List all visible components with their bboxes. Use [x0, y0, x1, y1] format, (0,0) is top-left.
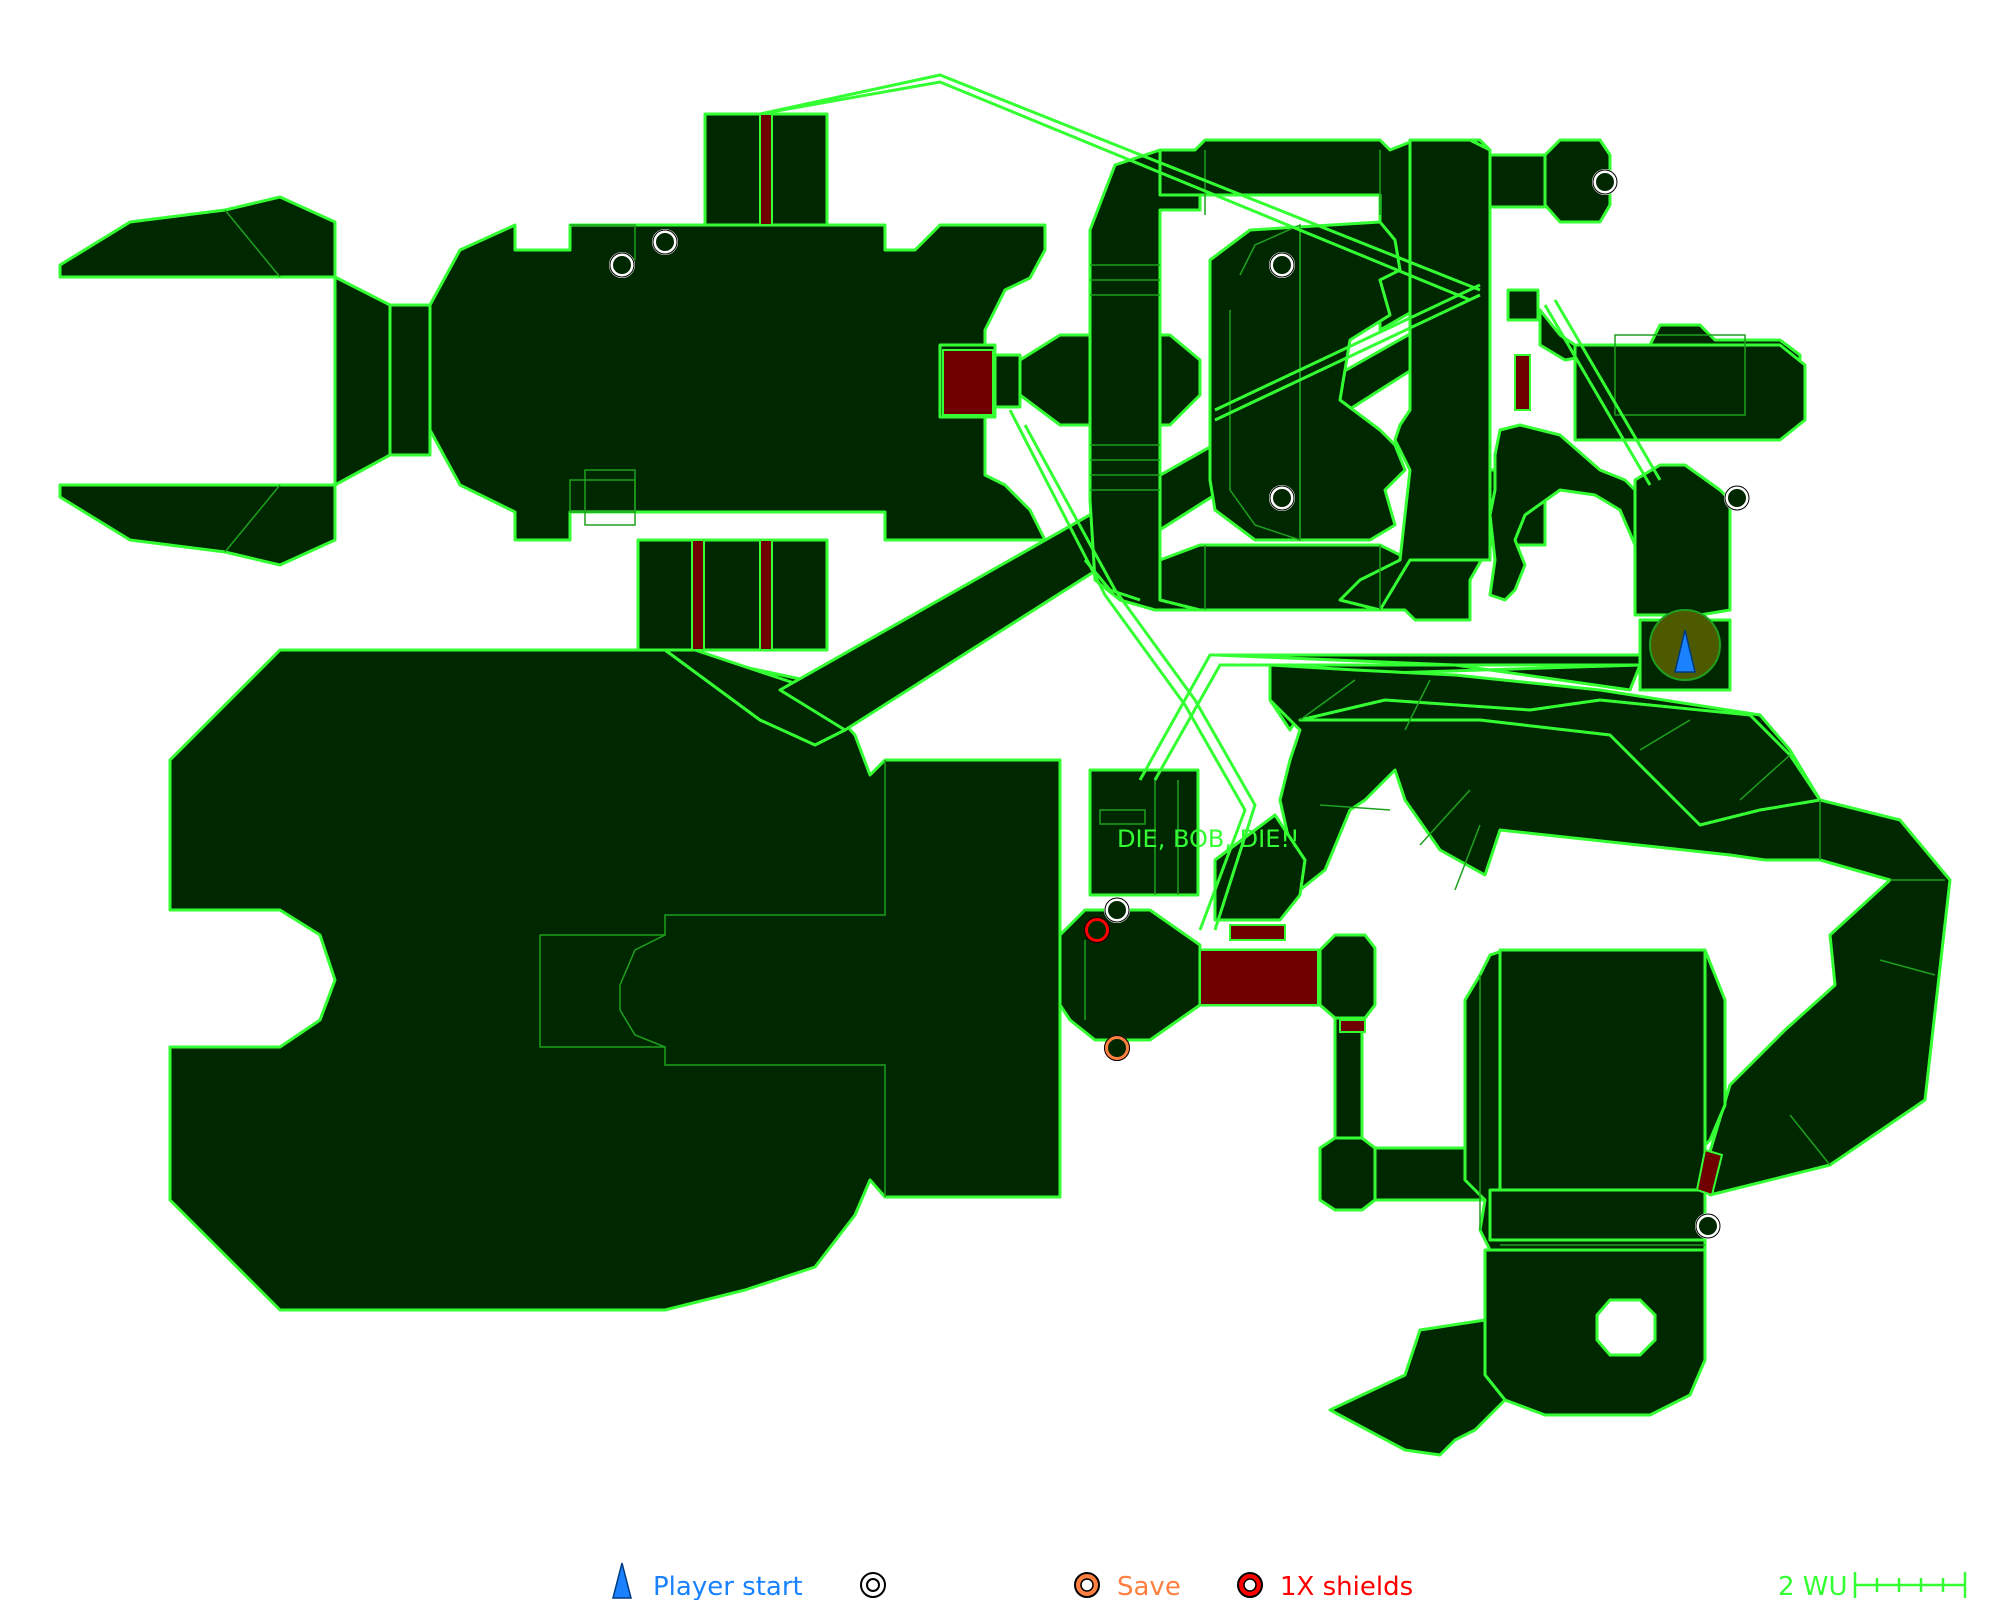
area-left-hall — [428, 223, 1047, 542]
shields-icon — [1237, 1572, 1263, 1598]
item-icon — [1269, 252, 1295, 278]
area-south-corridor — [1333, 1016, 1364, 1140]
area-lower-corridor-left — [636, 538, 702, 652]
area-left-claw-lower — [58, 483, 337, 567]
item-icon — [860, 1572, 886, 1598]
save-icon — [1074, 1572, 1100, 1598]
inner-detail-lines — [224, 150, 1945, 1246]
area-winding-upper — [1298, 698, 1822, 827]
area-top-right-room — [1543, 138, 1612, 224]
item-icon — [609, 252, 635, 278]
area-right-link — [1506, 288, 1540, 322]
map-annotation: DIE, BOB, DIE!! — [1117, 825, 1300, 853]
item-icon — [1269, 485, 1295, 511]
player-start-icon — [612, 1562, 632, 1599]
item-icon — [1592, 169, 1618, 195]
area-oval-room — [1208, 220, 1407, 542]
bridges — [759, 73, 1662, 931]
item-icon — [1724, 485, 1750, 511]
platforms — [691, 113, 1724, 1197]
area-right-bend — [1488, 423, 1637, 602]
item-icon — [652, 229, 678, 255]
area-left-neck — [333, 275, 392, 487]
player-start-icon — [1674, 629, 1696, 673]
area-octagon-hole — [1595, 1298, 1657, 1357]
item-markers — [609, 169, 1750, 1239]
area-middle-south — [1213, 813, 1307, 922]
area-south-hook — [1318, 1136, 1377, 1212]
area-right-bottom-strip — [1488, 1188, 1707, 1242]
item-icon — [1104, 897, 1130, 923]
area-right-cell — [1633, 463, 1732, 617]
area-top-right-link — [1488, 153, 1547, 209]
save-icon — [1104, 1035, 1130, 1061]
area-octagon — [1318, 933, 1377, 1020]
area-bridge-small — [993, 353, 1022, 409]
area-right-dome-body — [1573, 343, 1807, 442]
legend-shields: 1X shields — [1280, 1572, 1413, 1600]
shields-icon — [1084, 917, 1110, 943]
area-hex-room — [1058, 908, 1202, 1042]
area-lower-right-ramp — [1328, 1318, 1507, 1457]
scale-label: 2 WU — [1778, 1572, 1848, 1600]
scale-bar — [1853, 1572, 1967, 1598]
area-left-claw-upper — [58, 195, 337, 279]
legend-save: Save — [1117, 1572, 1181, 1600]
area-die-block — [1088, 768, 1200, 897]
area-lower-right-round — [1483, 1248, 1707, 1417]
legend: Player start Save 1X shields 2 WU — [612, 1562, 1967, 1600]
area-left-gate — [388, 303, 432, 457]
area-arena — [168, 648, 1062, 1312]
item-icon — [1695, 1213, 1721, 1239]
area-right-column — [1338, 138, 1492, 612]
legend-player-start: Player start — [653, 1572, 803, 1600]
floor-polygons — [58, 112, 1952, 1457]
